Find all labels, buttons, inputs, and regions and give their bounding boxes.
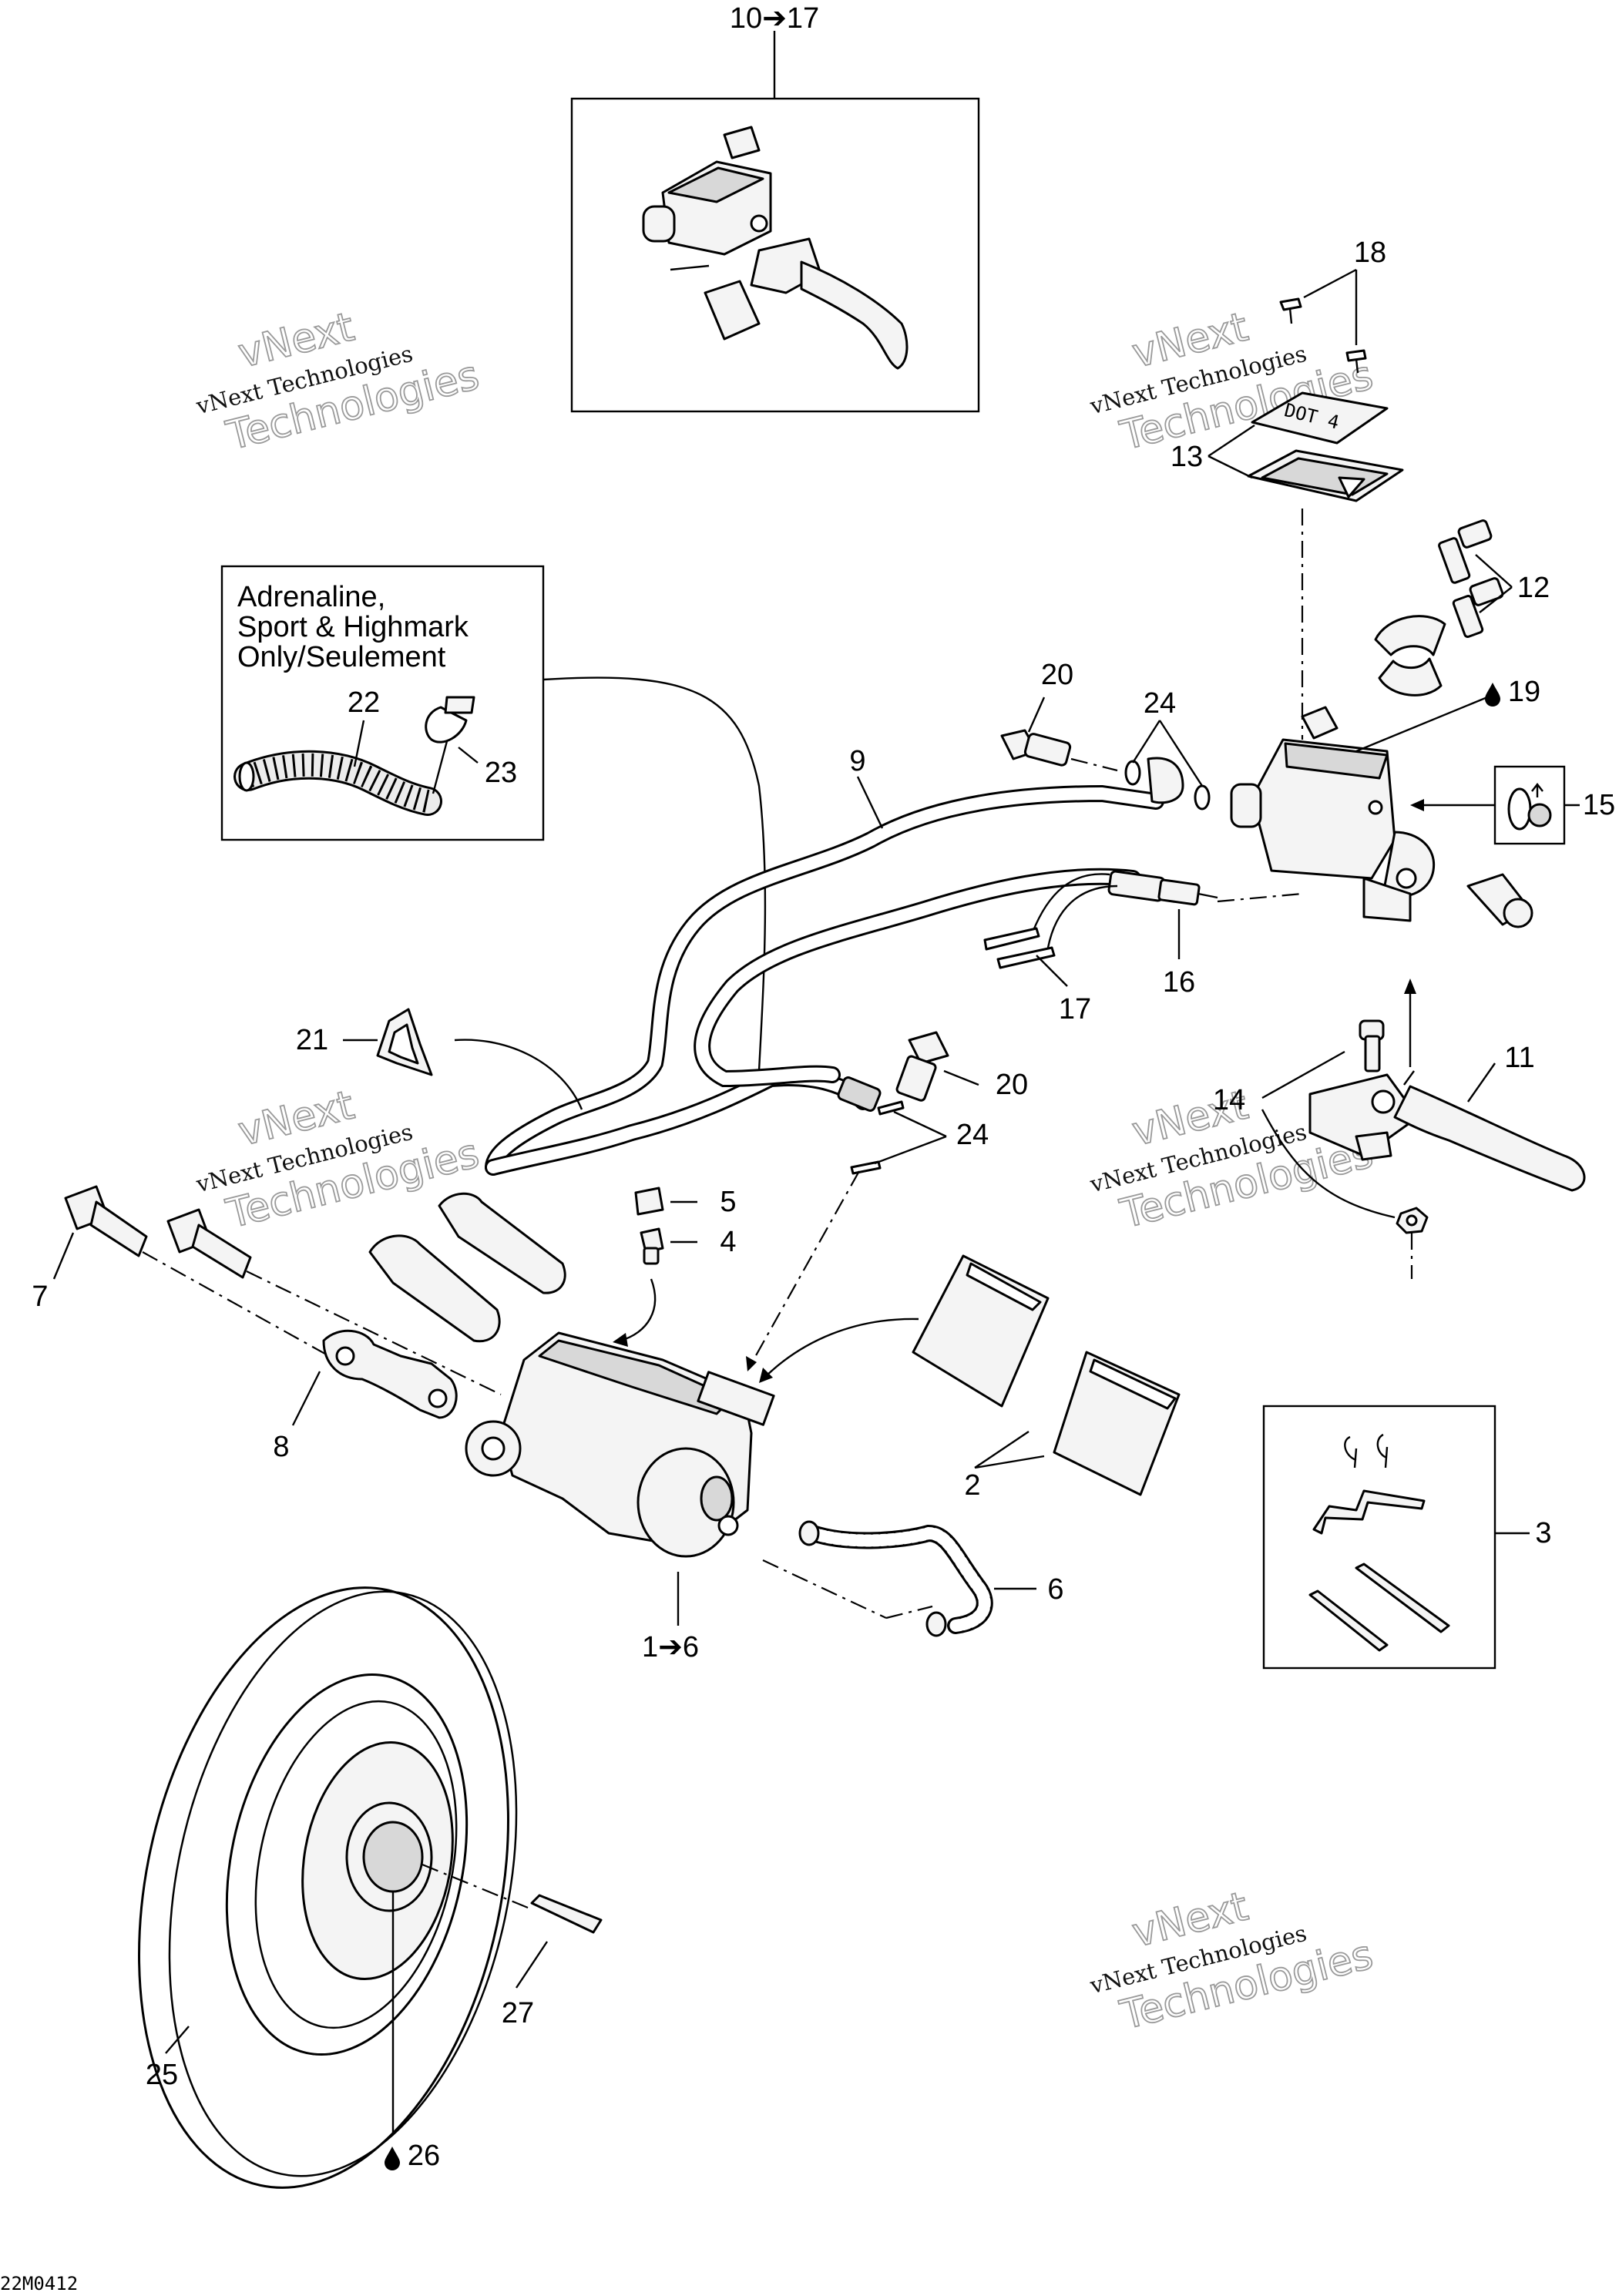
banjo-bolt-20-top xyxy=(1000,729,1072,767)
callout-6: 6 xyxy=(1047,1573,1063,1606)
brake-caliper-1-6 xyxy=(465,1331,775,1558)
callout-26: 26 xyxy=(408,2140,440,2172)
brake-lever-11 xyxy=(1308,1073,1586,1192)
brake-switch-16 xyxy=(1107,870,1218,906)
callout-20a: 20 xyxy=(1041,659,1073,691)
drawing-code: 22M0412 xyxy=(0,2273,78,2294)
callout-17: 17 xyxy=(1059,993,1091,1025)
cap-5 xyxy=(634,1187,664,1216)
callout-22: 22 xyxy=(348,686,380,719)
watermark-top-left: vNext vNext Technologies Technologies xyxy=(193,304,484,461)
inset-adrenaline-kit: Adrenaline, Sport & Highmark Only/Seulem… xyxy=(220,565,545,841)
oil-drop-icon xyxy=(1485,683,1500,707)
callout-23: 23 xyxy=(485,757,517,789)
callout-15: 15 xyxy=(1583,789,1615,821)
inset-master-cylinder-assembly: 10➔17 xyxy=(570,2,980,413)
callout-12: 12 xyxy=(1517,572,1550,604)
bolts-12 xyxy=(1374,519,1504,697)
brake-disc-25 xyxy=(138,1586,518,2189)
svg-text:Sport & Highmark: Sport & Highmark xyxy=(237,611,469,643)
screws-18 xyxy=(1279,297,1367,374)
banjo-bolt-20-mid xyxy=(895,1031,949,1102)
callout-4: 4 xyxy=(720,1226,736,1258)
callout-24b: 24 xyxy=(956,1119,989,1151)
watermark-mid-left: vNext vNext Technologies Technologies xyxy=(193,1082,484,1239)
callout-2: 2 xyxy=(964,1469,980,1502)
bleeder-4 xyxy=(640,1227,664,1265)
corrugated-tube-22 xyxy=(233,750,442,816)
pivot-bolt-14 xyxy=(1359,1019,1429,1234)
washers-24-top xyxy=(1124,757,1211,811)
brake-hose-9 xyxy=(485,784,1164,1176)
key-27 xyxy=(530,1894,603,1934)
callout-19: 19 xyxy=(1508,676,1540,708)
callout-21: 21 xyxy=(296,1024,328,1056)
svg-text:Only/Seulement: Only/Seulement xyxy=(237,641,446,673)
callout-18: 18 xyxy=(1354,237,1386,269)
master-cylinder-assembly-drawing xyxy=(642,126,909,370)
brake-line-6 xyxy=(798,1520,993,1637)
callout-10-17: 10➔17 xyxy=(730,2,819,35)
clamp-23 xyxy=(425,696,475,744)
callout-5: 5 xyxy=(720,1186,736,1218)
brake-pads-2 xyxy=(912,1254,1181,1496)
callout-9: 9 xyxy=(849,745,865,777)
clip-21 xyxy=(376,1008,433,1076)
wires-17 xyxy=(983,873,1118,969)
rubber-boot xyxy=(1466,873,1533,928)
master-cylinder-19 xyxy=(1230,706,1436,922)
reservoir-cover-13: DOT 4 xyxy=(1247,391,1404,502)
callout-16: 16 xyxy=(1163,966,1195,999)
callout-1-6: 1➔6 xyxy=(642,1631,699,1663)
svg-text:Adrenaline,: Adrenaline, xyxy=(237,581,385,613)
part-15-boxed xyxy=(1493,765,1566,845)
oil-drop-icon xyxy=(385,2147,400,2170)
callout-7: 7 xyxy=(32,1281,48,1313)
callout-8: 8 xyxy=(273,1431,289,1463)
bracket-8 xyxy=(322,1329,458,1419)
hardware-kit-3 xyxy=(1262,1405,1496,1670)
bolts-7 xyxy=(64,1185,566,1343)
callout-24a: 24 xyxy=(1144,687,1176,720)
callout-20b: 20 xyxy=(996,1069,1028,1101)
watermark-bottom-right: vNext vNext Technologies Technologies xyxy=(1087,1883,1378,2040)
callout-14: 14 xyxy=(1213,1084,1245,1116)
callout-27: 27 xyxy=(502,1997,534,2029)
callout-11: 11 xyxy=(1504,1042,1534,1074)
callout-25: 25 xyxy=(146,2059,178,2091)
washers-24-mid xyxy=(850,1100,905,1175)
callout-3: 3 xyxy=(1535,1517,1551,1549)
callout-13: 13 xyxy=(1171,441,1203,473)
